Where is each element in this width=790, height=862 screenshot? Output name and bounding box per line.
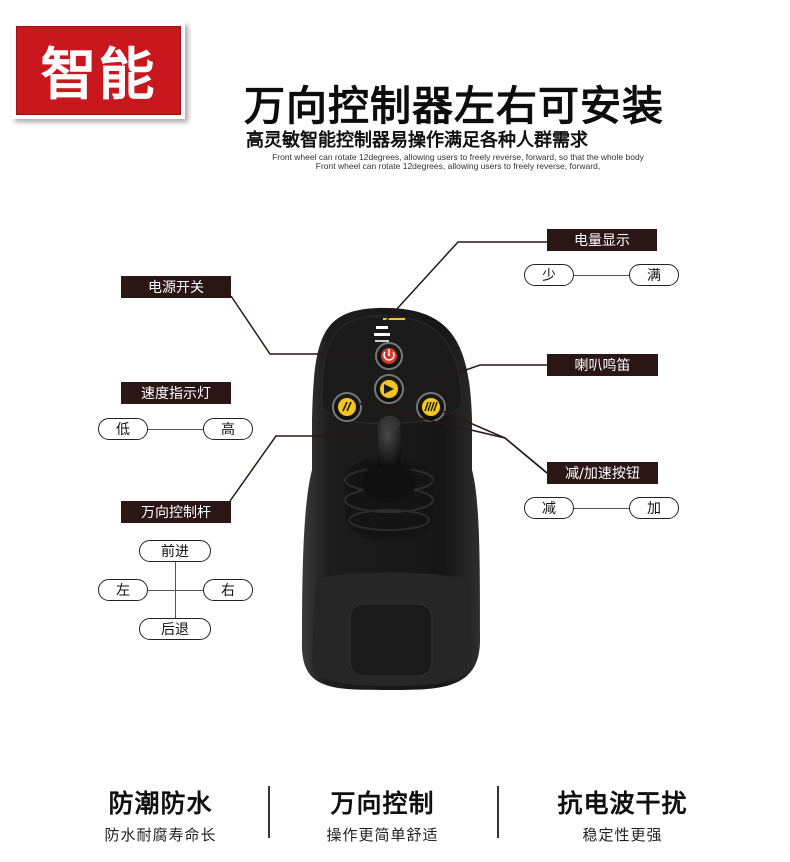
joystick-label: 万向控制杆 xyxy=(121,501,231,523)
base-recess xyxy=(349,603,433,677)
battery-display-label: 电量显示 xyxy=(547,229,657,251)
feature-waterproof: 防潮防水 防水耐腐寿命长 xyxy=(88,784,233,845)
horn-label: 喇叭鸣笛 xyxy=(547,354,658,376)
direction-horizontal-line xyxy=(148,590,203,591)
left-pill: 左 xyxy=(98,579,148,601)
power-switch-label: 电源开关 xyxy=(121,276,231,298)
feature-divider xyxy=(497,786,499,838)
speed-high-pill: 高 xyxy=(203,418,253,440)
speed-indicator-label: 速度指示灯 xyxy=(121,382,231,404)
feature-subtitle: 操作更简单舒适 xyxy=(326,826,439,844)
feature-title: 万向控制 xyxy=(330,789,435,818)
english-note-line2: Front wheel can rotate 12degrees, allowi… xyxy=(315,161,601,171)
battery-led-4 xyxy=(375,340,389,342)
battery-scale-line xyxy=(574,275,629,276)
right-pill: 右 xyxy=(203,579,253,601)
feature-subtitle: 防水耐腐寿命长 xyxy=(104,826,217,844)
battery-low-pill: 少 xyxy=(524,264,574,286)
speed-buttons-line xyxy=(574,508,629,509)
feature-divider xyxy=(268,786,270,838)
speed-low-pill: 低 xyxy=(98,418,148,440)
feature-title: 抗电波干扰 xyxy=(557,789,688,818)
battery-led-2 xyxy=(376,326,388,329)
battery-full-pill: 满 xyxy=(629,264,679,286)
badge-text: 智能 xyxy=(40,43,157,108)
smart-badge: 智能 xyxy=(12,22,185,119)
speed-scale-line xyxy=(148,429,203,430)
feature-anti-interference: 抗电波干扰 稳定性更强 xyxy=(535,784,710,845)
forward-pill: 前进 xyxy=(139,540,211,562)
page-subtitle: 高灵敏智能控制器易操作满足各种人群需求 xyxy=(246,130,588,151)
page-title: 万向控制器左右可安装 xyxy=(244,82,664,130)
feature-universal-control: 万向控制 操作更简单舒适 xyxy=(310,784,455,845)
english-note-line1: Front wheel can rotate 12degrees, allowi… xyxy=(272,152,644,162)
battery-led-3 xyxy=(374,333,390,336)
leader-lines xyxy=(229,241,548,502)
back-pill: 后退 xyxy=(139,618,211,640)
feature-subtitle: 稳定性更强 xyxy=(582,826,663,844)
feature-title: 防潮防水 xyxy=(108,789,213,818)
speed-buttons-label: 减/加速按钮 xyxy=(547,462,658,484)
battery-led-1 xyxy=(383,318,405,320)
speed-plus-pill: 加 xyxy=(629,497,679,519)
speed-minus-pill: 减 xyxy=(524,497,574,519)
